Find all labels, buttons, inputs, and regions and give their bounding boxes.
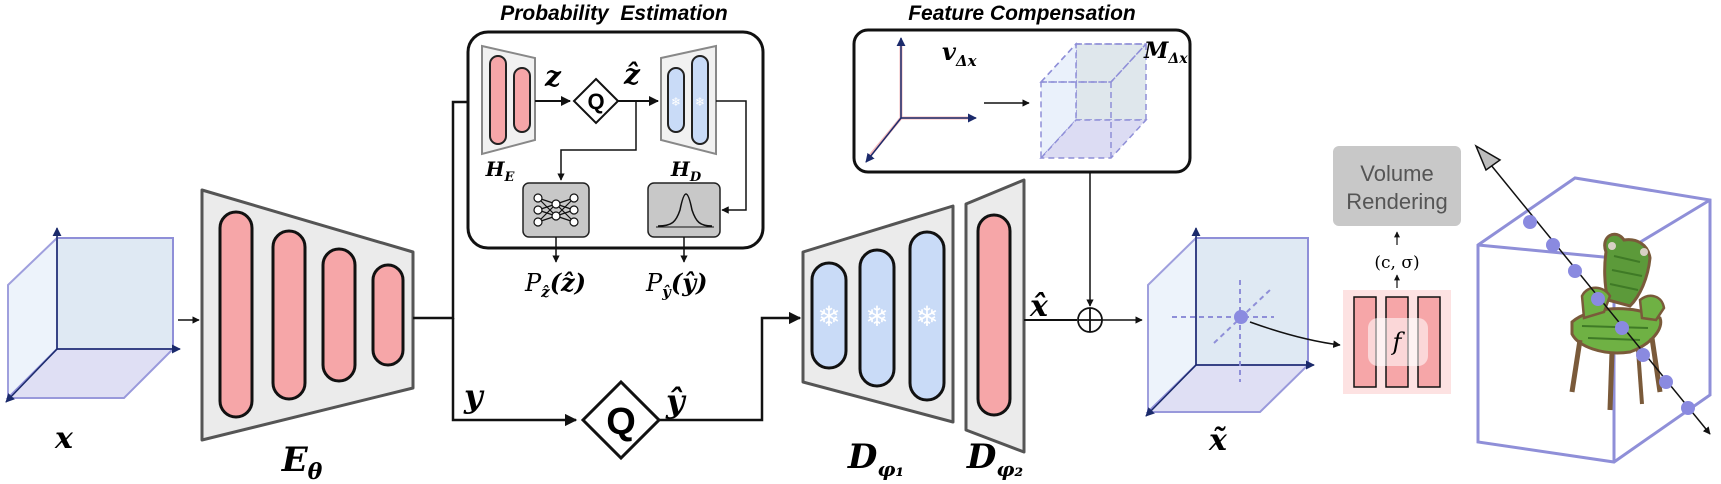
decoder-d-phi1: ❄ ❄ ❄ bbox=[801, 204, 955, 424]
label-x: x bbox=[54, 421, 74, 456]
label-v-delta-x: vΔx bbox=[942, 37, 978, 70]
he-layer-2 bbox=[513, 67, 531, 133]
label-z: z bbox=[544, 60, 562, 93]
output-grid-x-tilde bbox=[1145, 227, 1315, 417]
volume-rendering-line2: Rendering bbox=[1346, 189, 1448, 214]
neural-net-icon bbox=[533, 193, 579, 227]
feature-compensation-title: Feature Compensation bbox=[908, 2, 1136, 25]
hd-snowflake-1: ❄ bbox=[671, 95, 681, 109]
arrow-hd-to-gaussian bbox=[716, 100, 747, 214]
ray-sample-7 bbox=[1659, 375, 1673, 389]
offset-vector-axes bbox=[865, 37, 977, 163]
ray-sample-3 bbox=[1568, 264, 1582, 278]
label-z-hat: ẑ bbox=[623, 58, 641, 91]
decoder1-snowflake-1: ❄ bbox=[817, 300, 840, 333]
ray-sample-4 bbox=[1591, 292, 1605, 306]
sample-point bbox=[1234, 310, 1248, 324]
label-hd: HD bbox=[670, 157, 702, 185]
label-y: y bbox=[463, 377, 485, 415]
arrow-y-to-quantizer bbox=[451, 318, 578, 427]
decoder1-layer-2 bbox=[858, 248, 896, 388]
encoder-layer-2 bbox=[271, 229, 307, 401]
ray-sample-2 bbox=[1546, 238, 1560, 252]
volume-rendering-line1: Volume bbox=[1360, 161, 1433, 186]
quantizer-hyper: Q bbox=[572, 77, 620, 125]
hd-snowflake-2: ❄ bbox=[695, 95, 705, 109]
label-p-yhat: Pŷ(ŷ) bbox=[645, 268, 708, 301]
quantizer-hyper-label: Q bbox=[587, 89, 604, 114]
gaussian-curve-icon bbox=[657, 193, 713, 227]
encoder-e-theta bbox=[200, 188, 415, 442]
ray-sample-5 bbox=[1615, 321, 1629, 335]
entropy-network-box bbox=[522, 182, 590, 238]
encoder-layer-4 bbox=[371, 263, 405, 367]
label-e-theta: Eθ bbox=[281, 440, 323, 484]
decoder1-snowflake-2: ❄ bbox=[865, 300, 888, 333]
input-grid-x bbox=[5, 227, 181, 403]
camera-ray bbox=[1474, 144, 1711, 435]
ray-sample-1 bbox=[1523, 215, 1537, 229]
quantizer-main-label: Q bbox=[606, 401, 636, 443]
prob-estimation-title: Probability Estimation bbox=[500, 2, 728, 25]
decoder1-layer-1 bbox=[810, 261, 848, 370]
gaussian-model-box bbox=[647, 182, 721, 238]
decoder1-layer-3 bbox=[908, 230, 946, 402]
label-x-hat: x̂ bbox=[1029, 289, 1049, 324]
mlp-f: f bbox=[1343, 290, 1451, 394]
label-d-phi2: Dφ₂ bbox=[966, 437, 1024, 481]
ray-sample-8 bbox=[1681, 401, 1695, 415]
he-layer-1 bbox=[489, 55, 507, 145]
encoder-layer-3 bbox=[321, 247, 357, 383]
hd-layer-1 bbox=[667, 67, 685, 133]
label-d-phi1: Dφ₁ bbox=[847, 437, 904, 481]
arrow-sample-to-mlp bbox=[1249, 321, 1341, 348]
mlp-f-overlay bbox=[1368, 318, 1428, 366]
arrow-zhat-to-context bbox=[557, 101, 637, 181]
label-x-tilde: x̃ bbox=[1208, 423, 1228, 458]
hd-layer-2 bbox=[691, 55, 709, 145]
decoder-d-phi2 bbox=[964, 178, 1026, 454]
arrow-yhat-to-decoder bbox=[659, 311, 802, 422]
quantizer-main: Q bbox=[580, 379, 662, 461]
label-m-delta-x: MΔx bbox=[1143, 38, 1188, 67]
ray-origin-icon bbox=[1474, 144, 1502, 172]
label-he: HE bbox=[485, 157, 516, 185]
decoder2-layer-1 bbox=[976, 213, 1012, 417]
label-c-sigma: (c, σ) bbox=[1374, 253, 1419, 273]
decoder1-snowflake-3: ❄ bbox=[915, 300, 938, 333]
encoder-layer-1 bbox=[218, 210, 254, 419]
feature-mask-cube bbox=[1039, 42, 1148, 160]
hyper-encoder-he bbox=[481, 44, 536, 156]
label-p-zhat: Pẑ(ẑ) bbox=[524, 268, 586, 301]
summation-node bbox=[1077, 307, 1103, 333]
label-y-hat: ŷ bbox=[665, 382, 687, 420]
hyper-decoder-hd: ❄ ❄ bbox=[660, 44, 717, 156]
volume-rendering-box: Volume Rendering bbox=[1333, 146, 1461, 226]
ray-sample-6 bbox=[1636, 348, 1650, 362]
